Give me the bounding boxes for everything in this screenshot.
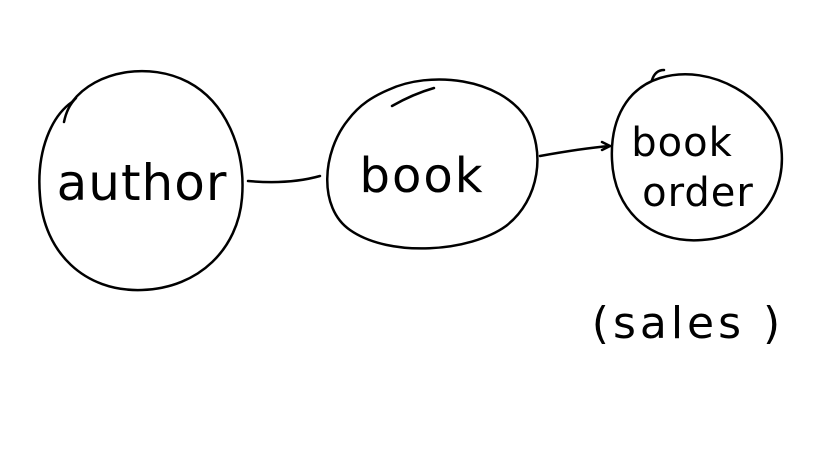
author-circle <box>38 69 244 292</box>
author-circle-overlap <box>62 96 78 124</box>
edge-book-bookorder-line <box>538 144 612 158</box>
arrowhead-icon <box>600 140 612 152</box>
edge-book-bookorder <box>538 140 612 158</box>
book-circle <box>326 78 539 250</box>
bookorder-circle <box>610 73 784 242</box>
edge-author-book <box>246 174 322 184</box>
book-circle-overlap <box>390 86 436 108</box>
node-author: author <box>38 69 244 292</box>
bookorder-label-line2: order <box>642 170 754 216</box>
bookorder-circle-overlap <box>650 68 666 82</box>
book-label: book <box>360 148 485 204</box>
node-book: book <box>326 78 539 250</box>
sales-note: (sales ) <box>592 298 784 349</box>
node-book-order: book order <box>610 68 784 242</box>
bookorder-label-line1: book <box>631 120 733 166</box>
author-label: author <box>57 154 228 212</box>
